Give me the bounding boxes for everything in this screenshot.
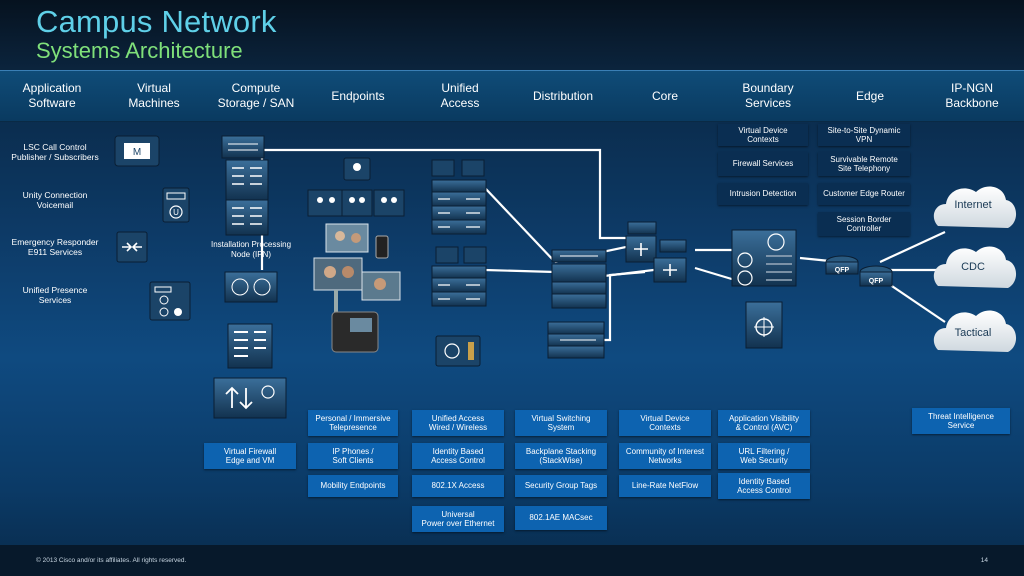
copyright: © 2013 Cisco and/or its affiliates. All …: [36, 557, 187, 564]
cap-netflow: Line-Rate NetFlow: [619, 475, 711, 497]
link-line: [879, 231, 946, 263]
cap-macsec: 802.1AE MACsec: [515, 506, 607, 530]
qfp-label: QFP: [835, 267, 850, 274]
call-control-icon: M: [114, 135, 160, 167]
cap-8021x: 802.1X Access: [412, 475, 504, 497]
cap-ip-phones: IP Phones /Soft Clients: [308, 443, 398, 469]
firewall-icon: [731, 229, 797, 287]
presence-icon: [149, 281, 191, 321]
title-band: [0, 0, 1024, 70]
cap-mobility-endpoints: Mobility Endpoints: [308, 475, 398, 497]
storage-array-icon: [227, 323, 273, 369]
fabric-switch-icon: [224, 271, 278, 303]
column-header: Core: [651, 88, 678, 103]
link-line: [484, 268, 556, 274]
cloud-internet: [933, 186, 1017, 228]
fingerprint-reader-icon: [435, 335, 481, 367]
slide-title: Campus Network: [36, 4, 277, 39]
cloud-label-tactical: Tactical: [954, 327, 992, 339]
access-switch-stack-icon: [431, 179, 487, 307]
ips-appliance-icon: [745, 301, 783, 349]
distribution-switch-icon: [547, 249, 607, 359]
cap-firewall-services: Firewall Services: [718, 152, 808, 176]
cloud-cdc: [933, 246, 1017, 288]
column-header: Edge: [855, 88, 885, 103]
emergency-responder-icon: [116, 231, 148, 263]
cap-intrusion-detection: Intrusion Detection: [718, 183, 808, 205]
core-switch-icon: [625, 221, 687, 283]
cap-customer-edge-router: Customer Edge Router: [818, 183, 910, 205]
virtual-firewall-icon: [213, 377, 287, 419]
footer-bar: [0, 545, 1024, 576]
cloud-label-internet: Internet: [954, 199, 992, 211]
voicemail-icon: U: [162, 187, 190, 223]
svg-text:M: M: [133, 147, 141, 158]
compute-chassis-icon: [221, 135, 269, 236]
link-line: [694, 266, 736, 282]
cap-security-group-tags: Security Group Tags: [515, 475, 607, 497]
cap-stackwise: Backplane Stacking(StackWise): [515, 443, 607, 469]
slide-subtitle: Systems Architecture: [36, 38, 243, 63]
column-header: Endpoints: [331, 88, 385, 103]
edge-router-icon: QFP QFP: [825, 255, 893, 287]
link-line: [262, 148, 640, 240]
cap-avc: Application Visibility& Control (AVC): [718, 410, 810, 436]
telepresence-screen-icon: [313, 223, 401, 353]
wireless-ap-icon: [431, 159, 487, 264]
video-endpoint-icon: [307, 157, 405, 217]
cloud-tactical: [933, 310, 1017, 352]
page-number: 14: [980, 557, 988, 564]
cloud-label-cdc: CDC: [961, 261, 985, 273]
svg-text:U: U: [173, 208, 179, 217]
qfp-label: QFP: [869, 278, 884, 285]
link-line: [484, 187, 556, 263]
cap-url-filtering: URL Filtering /Web Security: [718, 443, 810, 469]
column-header: Distribution: [532, 88, 594, 103]
